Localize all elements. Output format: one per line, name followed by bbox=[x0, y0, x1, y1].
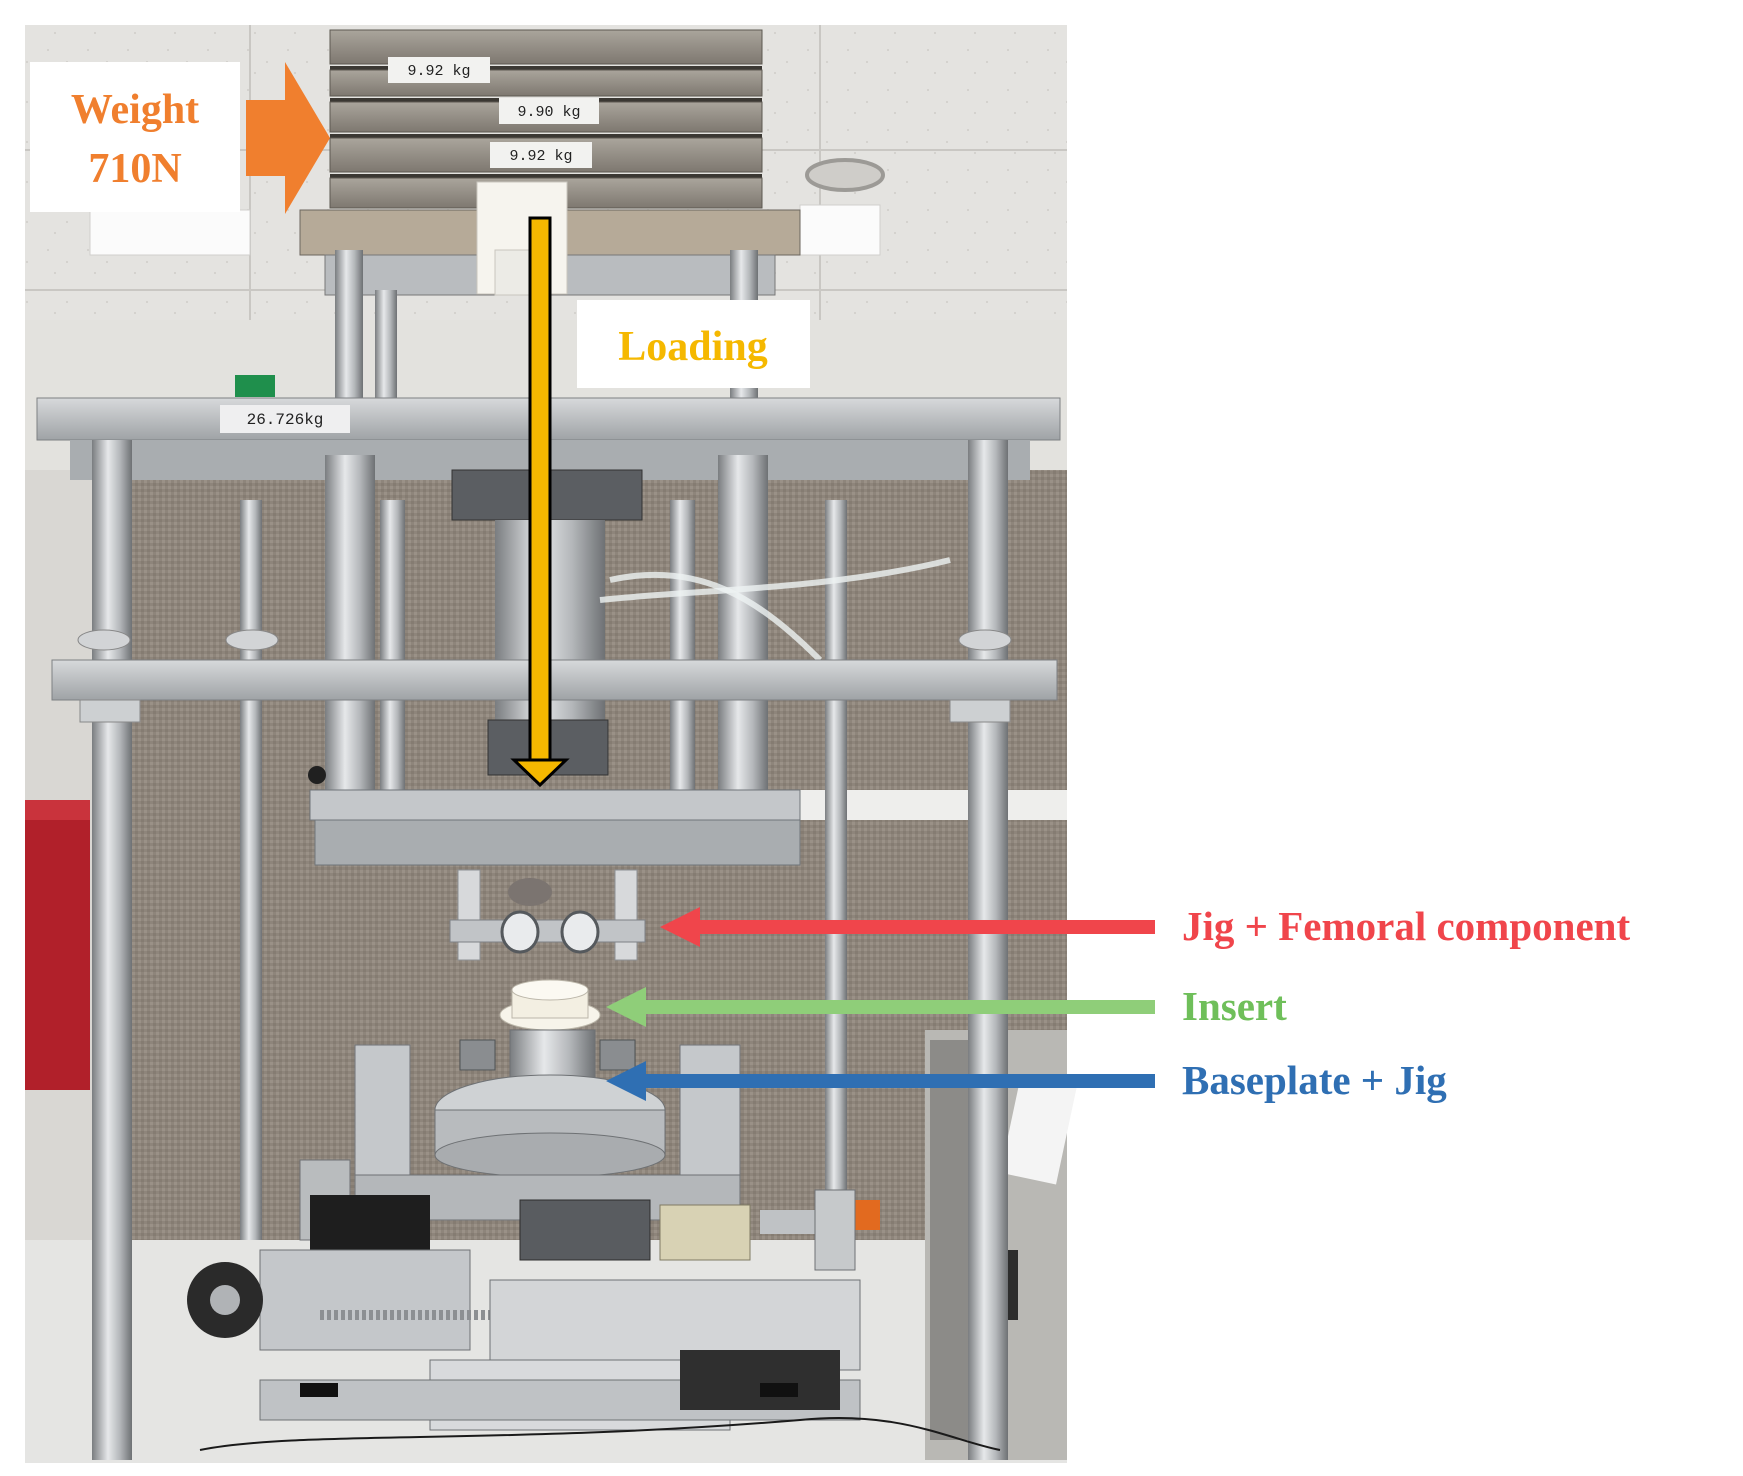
ceiling-light bbox=[799, 204, 881, 256]
weight-tag bbox=[490, 142, 592, 168]
green-arrow-icon bbox=[606, 987, 646, 1027]
weight-label-line1: Weight bbox=[71, 87, 199, 133]
loading-arrow-icon bbox=[510, 758, 570, 788]
loading-label-box bbox=[577, 300, 810, 388]
weight-tag-label: 9.92 kg bbox=[509, 148, 572, 165]
post bbox=[92, 440, 132, 1460]
femoral-jig bbox=[449, 869, 646, 961]
insert-assembly bbox=[434, 979, 666, 1178]
blue-arrow-icon bbox=[606, 1061, 646, 1101]
loading-label: Loading bbox=[618, 324, 767, 370]
ceiling-vent bbox=[805, 158, 885, 192]
insert-callout: Insert bbox=[606, 983, 1287, 1029]
weight-tag-label: 9.90 kg bbox=[517, 104, 580, 121]
baseplate-label: Baseplate + Jig bbox=[1182, 1057, 1447, 1103]
weight-tag bbox=[499, 98, 599, 124]
weight-stack: 9.92 kg 9.90 kg 9.92 kg bbox=[329, 29, 763, 209]
femoral-callout: Jig + Femoral component bbox=[660, 903, 1630, 949]
weight-tag bbox=[388, 57, 490, 83]
xy-stage bbox=[187, 1159, 1001, 1451]
weight-label-line2: 710N bbox=[88, 146, 181, 192]
moving-platen bbox=[309, 789, 801, 821]
red-cabinet bbox=[25, 800, 90, 1090]
plate-tag-label: 26.726kg bbox=[247, 411, 324, 429]
baseplate-callout: Baseplate + Jig bbox=[606, 1057, 1447, 1103]
weight-tag-label: 9.92 kg bbox=[407, 63, 470, 80]
exit-sign bbox=[235, 375, 275, 397]
post bbox=[968, 440, 1008, 1460]
weight-callout: Weight 710N bbox=[30, 62, 330, 214]
loading-callout: Loading bbox=[510, 216, 810, 788]
ceiling-light bbox=[89, 209, 251, 256]
weight-label-box bbox=[30, 62, 240, 212]
plate-tag bbox=[220, 405, 350, 433]
red-arrow-icon bbox=[660, 907, 700, 947]
insert-label: Insert bbox=[1182, 983, 1287, 1029]
orange-arrow-icon bbox=[246, 62, 330, 214]
lower-frame-plate bbox=[51, 659, 1058, 701]
femoral-label: Jig + Femoral component bbox=[1182, 903, 1630, 949]
